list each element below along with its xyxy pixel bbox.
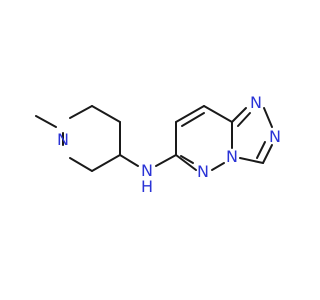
bond-nh-pyridazine (155, 154, 177, 167)
atom-n-pyridazine: N (197, 162, 209, 181)
atom-n-triazole-right: N (269, 127, 281, 146)
bond-pip-c4-c5 (91, 154, 121, 172)
bond-tz-nright-ch (262, 144, 273, 164)
bond-pip-c5-c6 (69, 157, 93, 172)
bond-pz-n-c6-double (180, 155, 194, 164)
bond-pip-n-c2 (69, 105, 93, 119)
atom-label-group: N N H N N N N (57, 93, 281, 196)
bond-pip-c2-c3 (91, 105, 121, 123)
atom-n-piperidine: N (57, 130, 69, 149)
bond-pz-c4-c3 (203, 105, 233, 123)
bond-c4-nh (119, 154, 139, 167)
bond-pz-c5-c4-double (181, 112, 205, 127)
bond-tz-c3-ntop-double (237, 112, 251, 127)
atom-n-bridge: N (226, 147, 238, 166)
molecule-structure-diagram: N N H N N N N (35, 93, 281, 196)
bond-pz-c5-c4 (175, 105, 205, 123)
bond-pz-n-c6 (175, 154, 197, 171)
bond-tz-ch-nbridge (239, 157, 264, 164)
bond-methyl (35, 115, 57, 128)
bond-group (35, 105, 273, 172)
atom-n-triazole-top: N (250, 93, 262, 112)
bond-pz-nbridge-n (211, 162, 225, 171)
bond-tz-ntop-nright (263, 107, 273, 128)
atom-n-amine: N (141, 161, 153, 180)
bond-tz-c3-ntop (231, 107, 247, 123)
bond-tz-nright-ch-double (256, 141, 266, 159)
atom-h-amine: H (141, 177, 153, 196)
